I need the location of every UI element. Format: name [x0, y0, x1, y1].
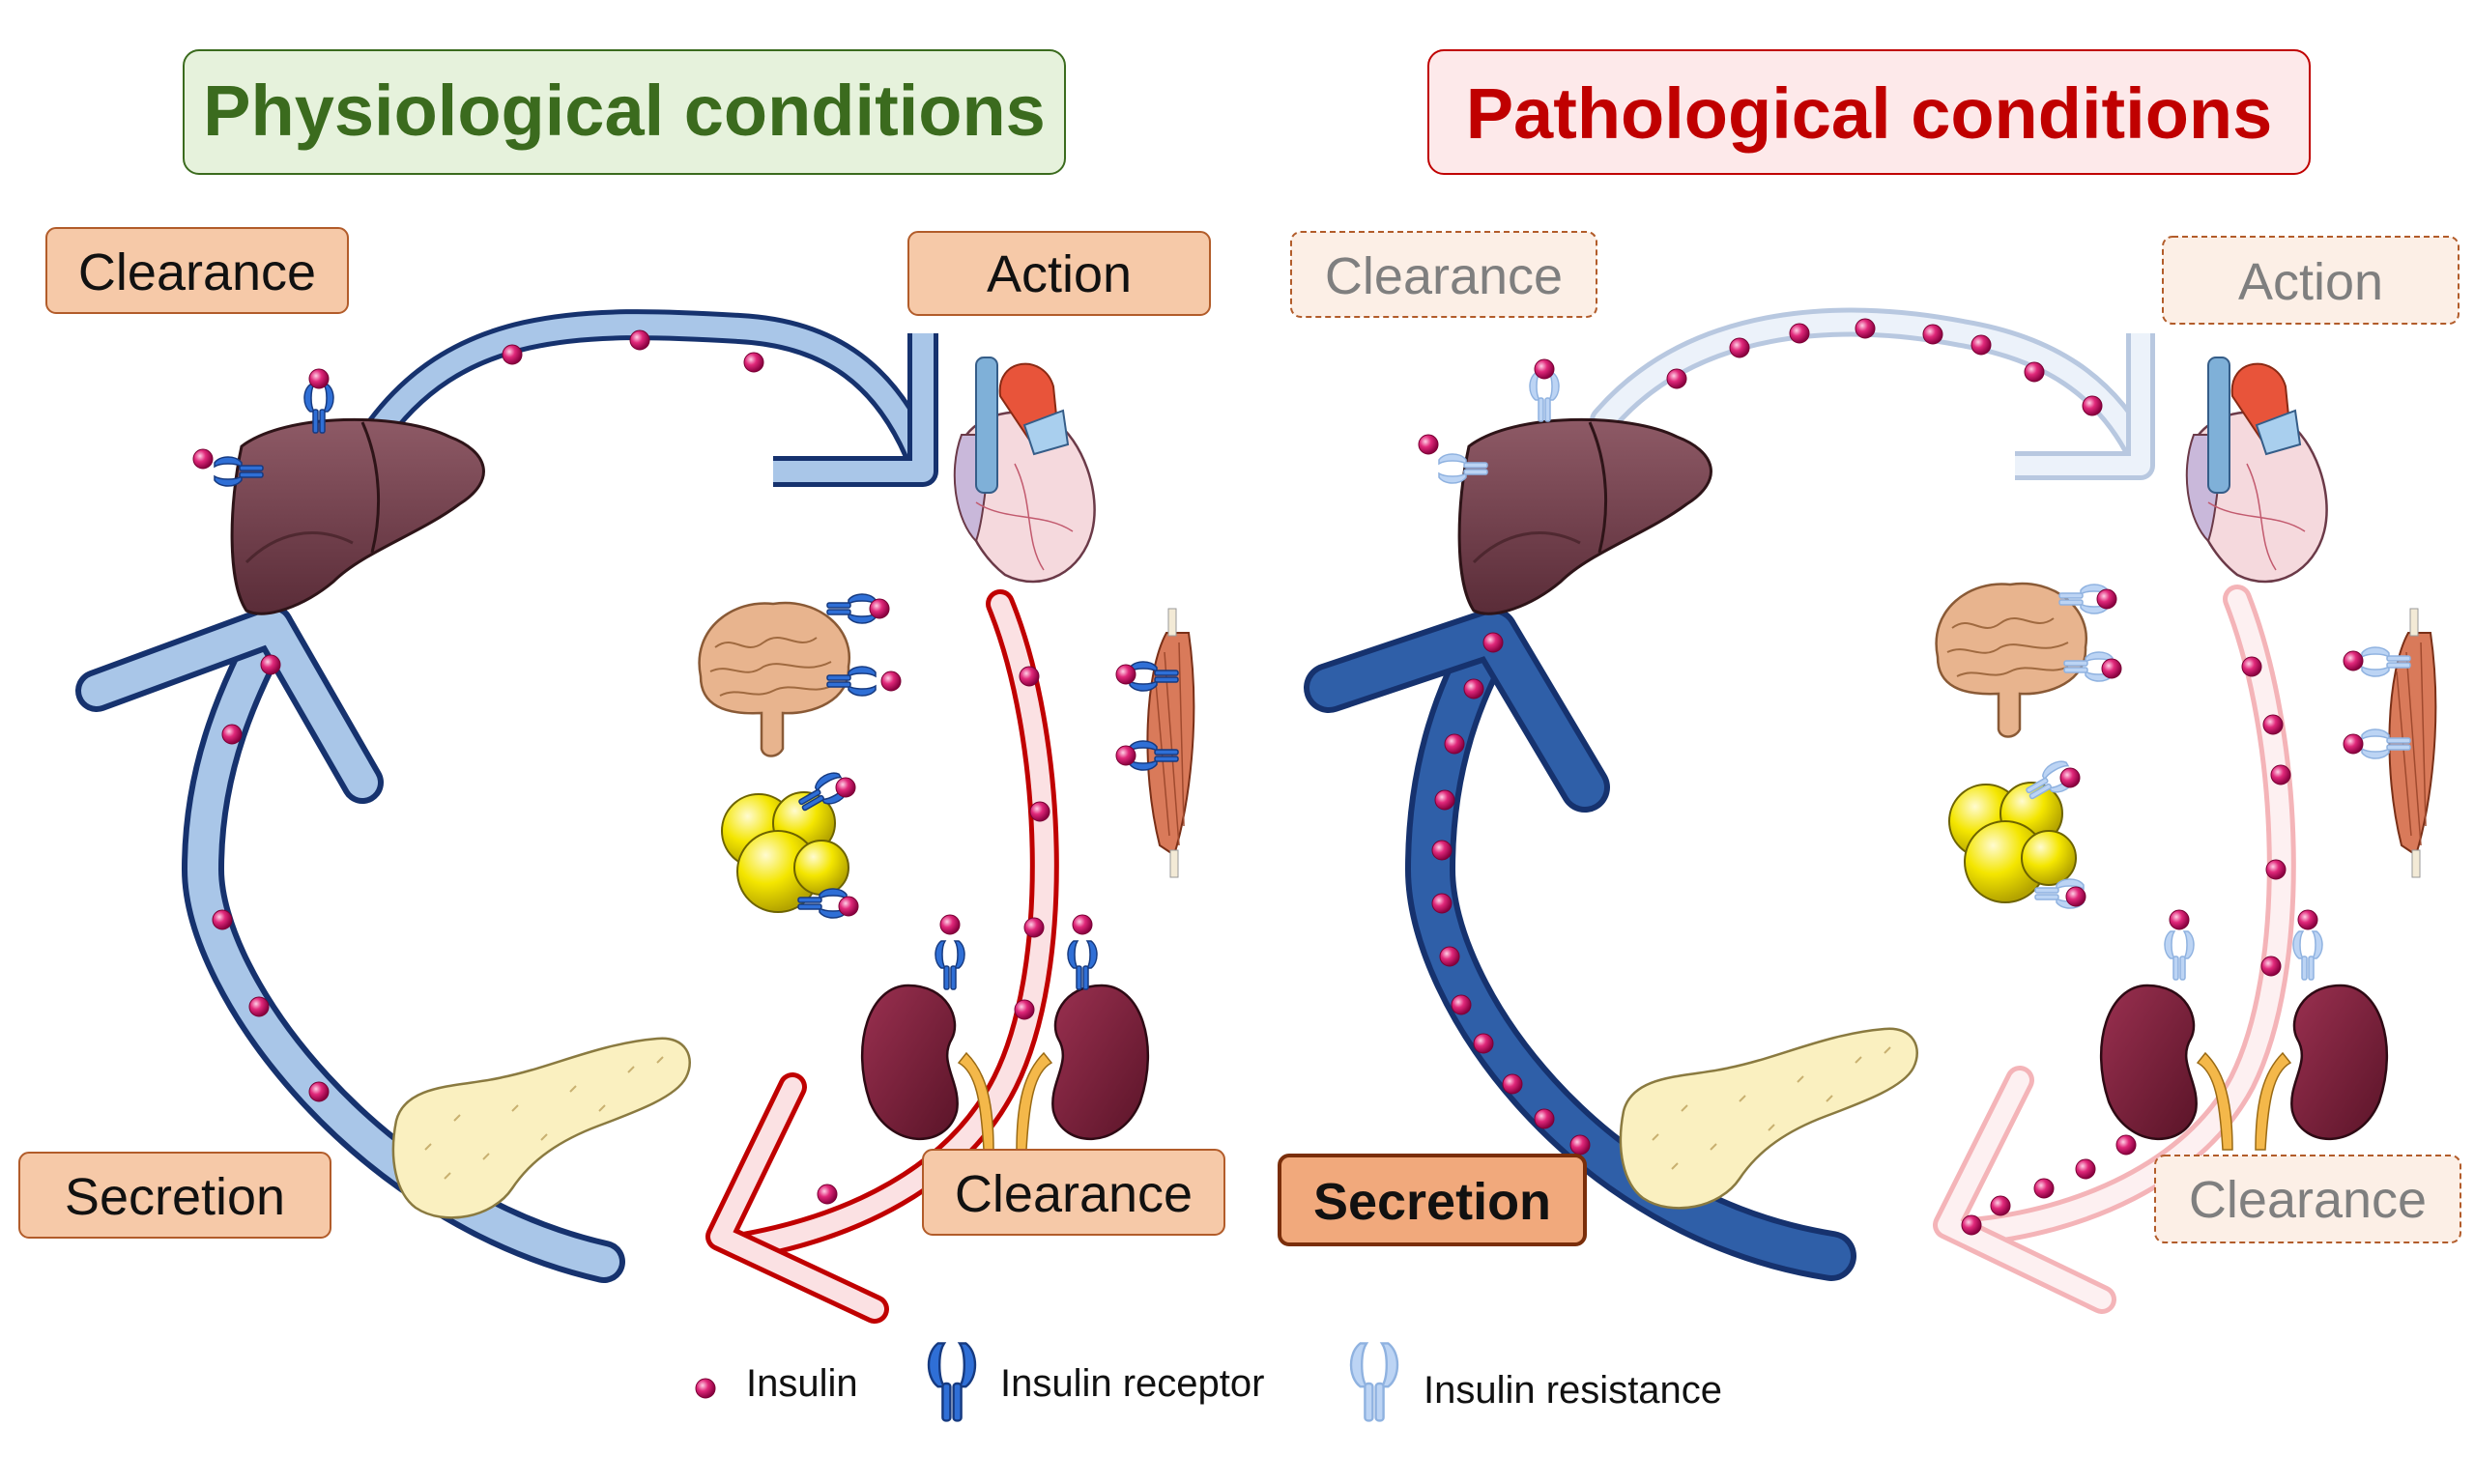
- svg-text:Clearance: Clearance: [955, 1165, 1193, 1223]
- insulin-dot-icon: [695, 1378, 716, 1399]
- physiological-panel: Physiological conditions: [18, 49, 1225, 1324]
- label-secretion-left: Secretion: [18, 1152, 331, 1239]
- physiological-title: Physiological conditions: [203, 71, 1046, 151]
- legend-insulin: Insulin: [695, 1362, 858, 1405]
- label-clearance-top-left: Clearance: [45, 227, 349, 314]
- svg-text:Clearance: Clearance: [2189, 1171, 2427, 1229]
- svg-text:Action: Action: [2238, 253, 2383, 311]
- heart-icon: [953, 356, 1096, 584]
- liver-icon-pathological: [1457, 417, 1712, 615]
- svg-text:Insulin: Insulin: [746, 1362, 858, 1405]
- legend-insulin-receptor: Insulin receptor: [927, 1342, 1264, 1422]
- insulin-resistance-icon: [1349, 1342, 1399, 1422]
- label-clearance-top-right: Clearance: [1290, 231, 1597, 318]
- action-to-clearance-arrow-faded: [1933, 585, 2296, 1314]
- pancreas-icon: [391, 1037, 691, 1219]
- brain-icon-pathological: [1935, 582, 2088, 738]
- svg-text:Secretion: Secretion: [65, 1168, 285, 1226]
- pathological-title-box: [1427, 49, 2311, 175]
- label-action-right: Action: [2162, 236, 2460, 325]
- svg-text:Insulin resistance: Insulin resistance: [1424, 1369, 1722, 1412]
- liver-icon: [230, 417, 485, 615]
- label-clearance-bottom-left: Clearance: [922, 1149, 1225, 1236]
- pancreas-icon-pathological: [1619, 1027, 1918, 1210]
- pathological-panel: Pathological conditions: [1278, 49, 2461, 1314]
- muscle-icon: [1146, 608, 1195, 878]
- svg-text:Clearance: Clearance: [1325, 247, 1563, 305]
- label-secretion-right: Secretion: [1278, 1154, 1587, 1246]
- pathological-title: Pathological conditions: [1466, 73, 2273, 154]
- heart-icon-pathological: [2185, 356, 2328, 584]
- label-action-left: Action: [907, 231, 1211, 316]
- label-clearance-bottom-right: Clearance: [2154, 1155, 2461, 1243]
- insulin-receptor-icon: [927, 1342, 977, 1422]
- physiological-title-box: [183, 49, 1066, 175]
- svg-text:Insulin receptor: Insulin receptor: [1000, 1362, 1264, 1405]
- legend-insulin-resistance: Insulin resistance: [1349, 1342, 1722, 1422]
- svg-text:Action: Action: [987, 245, 1132, 303]
- clearance-to-action-arrow: [357, 309, 938, 487]
- svg-text:Secretion: Secretion: [1313, 1173, 1551, 1231]
- legend: Insulin Insulin receptor Insulin resista…: [695, 1342, 1722, 1422]
- action-to-clearance-arrow: [705, 589, 1059, 1324]
- svg-text:Clearance: Clearance: [78, 243, 316, 301]
